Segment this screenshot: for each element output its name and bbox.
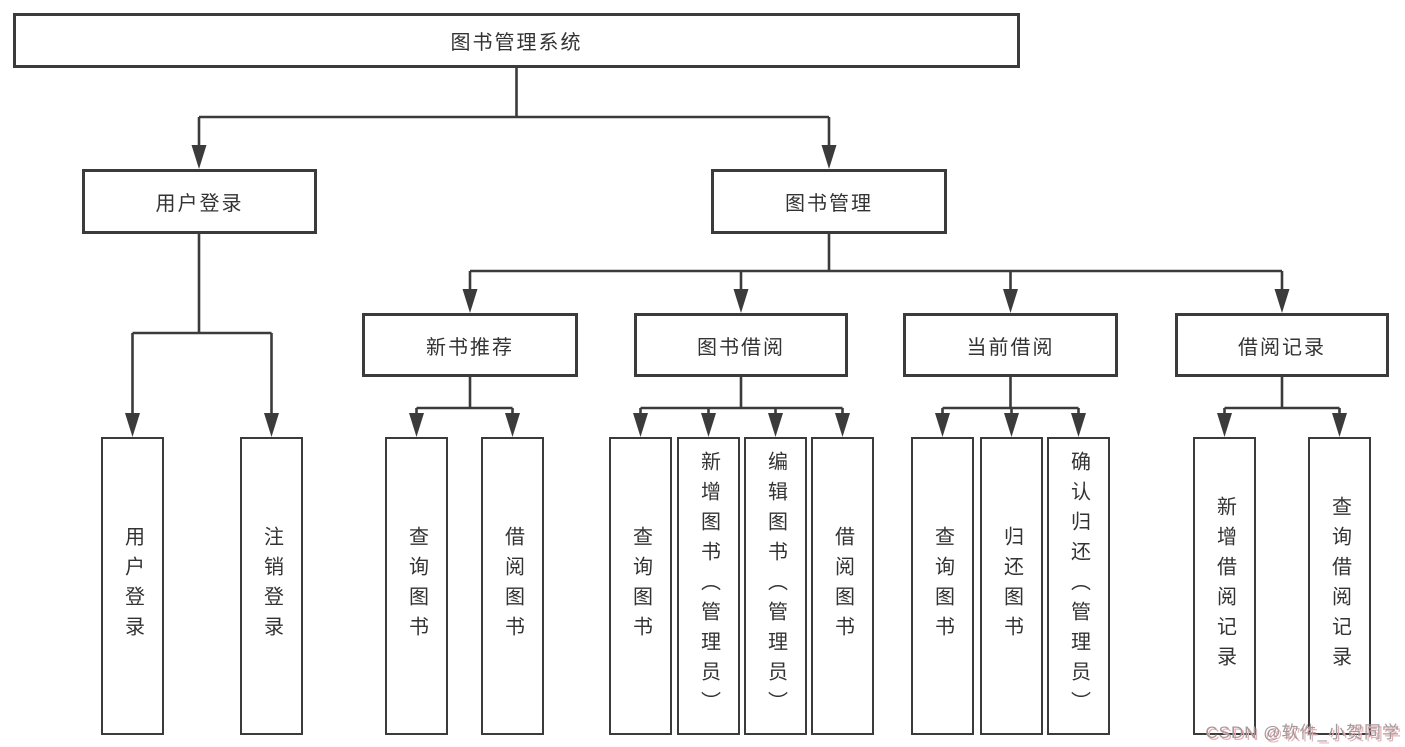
arrowhead-down-icon (505, 413, 520, 437)
leaf-confirm-return-admin: 确认归还（管理员） (1047, 437, 1110, 735)
arrowhead-down-icon (1071, 413, 1086, 437)
arrowhead-down-icon (835, 413, 850, 437)
leaf-borrow-books: 借阅图书 (811, 437, 874, 735)
leaf-query-books-current: 查询图书 (911, 437, 974, 735)
leaf-query-books-borrow: 查询图书 (609, 437, 672, 735)
arrowhead-down-icon (1003, 289, 1018, 313)
leaf-borrow-books-recommend: 借阅图书 (481, 437, 544, 735)
arrowhead-down-icon (191, 145, 207, 169)
connector-line (131, 234, 273, 425)
arrowhead-down-icon (821, 145, 837, 169)
connector-line (197, 68, 831, 157)
node-label: 当前借阅 (966, 336, 1055, 359)
arrowhead-down-icon (701, 413, 716, 437)
node-label: 图书借阅 (697, 336, 785, 359)
node-label: 用户登录 (155, 193, 244, 215)
node-borrowing-records: 借阅记录 (1175, 313, 1389, 377)
node-label: 确认归还（管理员） (1067, 451, 1090, 721)
arrowhead-down-icon (733, 289, 749, 313)
arrowhead-down-icon (125, 413, 140, 437)
arrowhead-down-icon (935, 413, 950, 437)
leaf-user-login: 用户登录 (101, 437, 164, 735)
node-user-login: 用户登录 (82, 169, 317, 234)
node-current-borrowing: 当前借阅 (903, 313, 1118, 377)
node-library-management-system: 图书管理系统 (13, 13, 1020, 68)
connector-line (468, 234, 1284, 301)
connector-line (639, 377, 844, 425)
node-label: 新书推荐 (426, 336, 514, 359)
node-label: 编辑图书（管理员） (764, 451, 787, 721)
leaf-edit-books-admin: 编辑图书（管理员） (744, 437, 807, 735)
arrowhead-down-icon (1217, 413, 1232, 437)
node-label: 查询图书 (629, 526, 652, 646)
arrowhead-down-icon (768, 413, 783, 437)
node-label: 查询图书 (405, 526, 428, 646)
node-label: 注销登录 (260, 526, 283, 646)
leaf-query-borrow-record: 查询借阅记录 (1308, 437, 1371, 735)
arrowhead-down-icon (1274, 289, 1290, 313)
csdn-watermark: CSDN @软件_小贺同学 (1205, 723, 1400, 742)
node-label: 用户登录 (121, 526, 144, 646)
arrowhead-down-icon (264, 413, 279, 437)
node-label: 借阅记录 (1238, 336, 1326, 359)
node-label: 归还图书 (1000, 526, 1023, 646)
node-label: 图书管理系统 (450, 32, 583, 54)
node-label: 新增图书（管理员） (697, 451, 720, 721)
node-label: 新增借阅记录 (1213, 496, 1236, 676)
leaf-query-books-recommend: 查询图书 (385, 437, 448, 735)
leaf-logout: 注销登录 (240, 437, 303, 735)
arrowhead-down-icon (1332, 413, 1347, 437)
node-label: 查询借阅记录 (1328, 496, 1351, 676)
node-label: 图书管理 (785, 193, 873, 215)
connector-line (1223, 377, 1341, 425)
node-book-management: 图书管理 (711, 169, 947, 234)
arrowhead-down-icon (633, 413, 648, 437)
node-label: 查询图书 (931, 526, 954, 646)
arrowhead-down-icon (409, 413, 424, 437)
node-label: 借阅图书 (831, 526, 854, 646)
node-label: 借阅图书 (501, 526, 524, 646)
leaf-return-books: 归还图书 (980, 437, 1043, 735)
node-new-book-recommendation: 新书推荐 (362, 313, 578, 377)
arrowhead-down-icon (1004, 413, 1019, 437)
leaf-add-borrow-record: 新增借阅记录 (1193, 437, 1256, 735)
connector-line (415, 377, 514, 425)
arrowhead-down-icon (462, 289, 478, 313)
leaf-add-books-admin: 新增图书（管理员） (677, 437, 740, 735)
node-book-borrowing: 图书借阅 (634, 313, 848, 377)
